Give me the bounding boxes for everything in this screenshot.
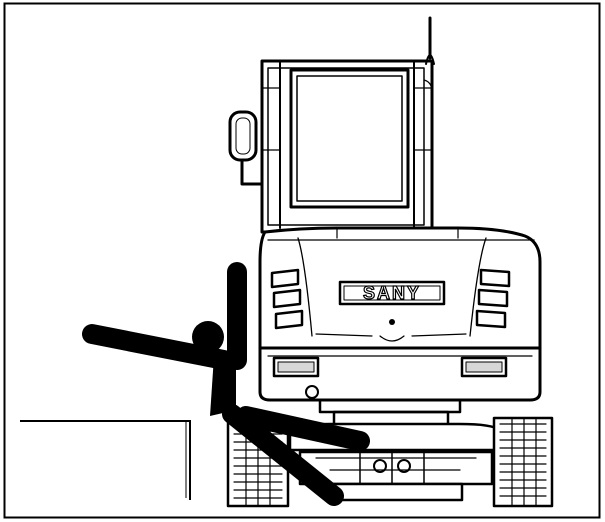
brand-logo-text: SANY: [363, 283, 421, 303]
